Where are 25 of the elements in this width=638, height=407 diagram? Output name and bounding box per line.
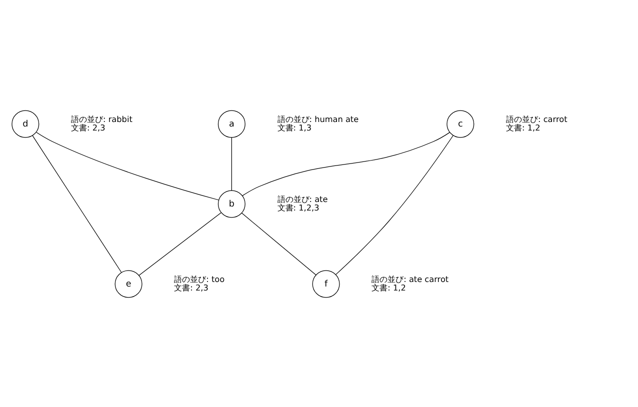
node-label: 文書: 2,3: [71, 122, 106, 132]
node-circle: b: [218, 190, 246, 218]
node-label: 語の並び: human ate: [277, 113, 359, 124]
node-circle: c: [446, 110, 474, 138]
node-circle: a: [218, 110, 246, 138]
node-label: 語の並び: ate carrot: [372, 273, 449, 284]
node-circle: d: [12, 110, 40, 138]
connector: [241, 212, 316, 275]
connector: [336, 134, 454, 274]
connector: [231, 136, 232, 190]
connector: [242, 132, 450, 196]
node-label: 語の並び: too: [174, 273, 225, 284]
node-label: 文書: 1,2: [506, 122, 540, 132]
node-label: 文書: 1,2,3: [277, 202, 320, 212]
node-circle: e: [114, 270, 142, 298]
connector: [138, 212, 222, 276]
node-circle: f: [312, 270, 340, 298]
connector: [36, 131, 219, 200]
connector: [32, 134, 122, 272]
node-label: 語の並び: rabbit: [71, 113, 132, 124]
node-label: 文書: 2,3: [174, 282, 208, 292]
node-label: 文書: 1,2: [372, 282, 406, 292]
node-label: 語の並び: carrot: [506, 113, 568, 124]
node-label: 語の並び: ate: [277, 193, 328, 204]
node-label: 文書: 1,3: [277, 122, 312, 132]
